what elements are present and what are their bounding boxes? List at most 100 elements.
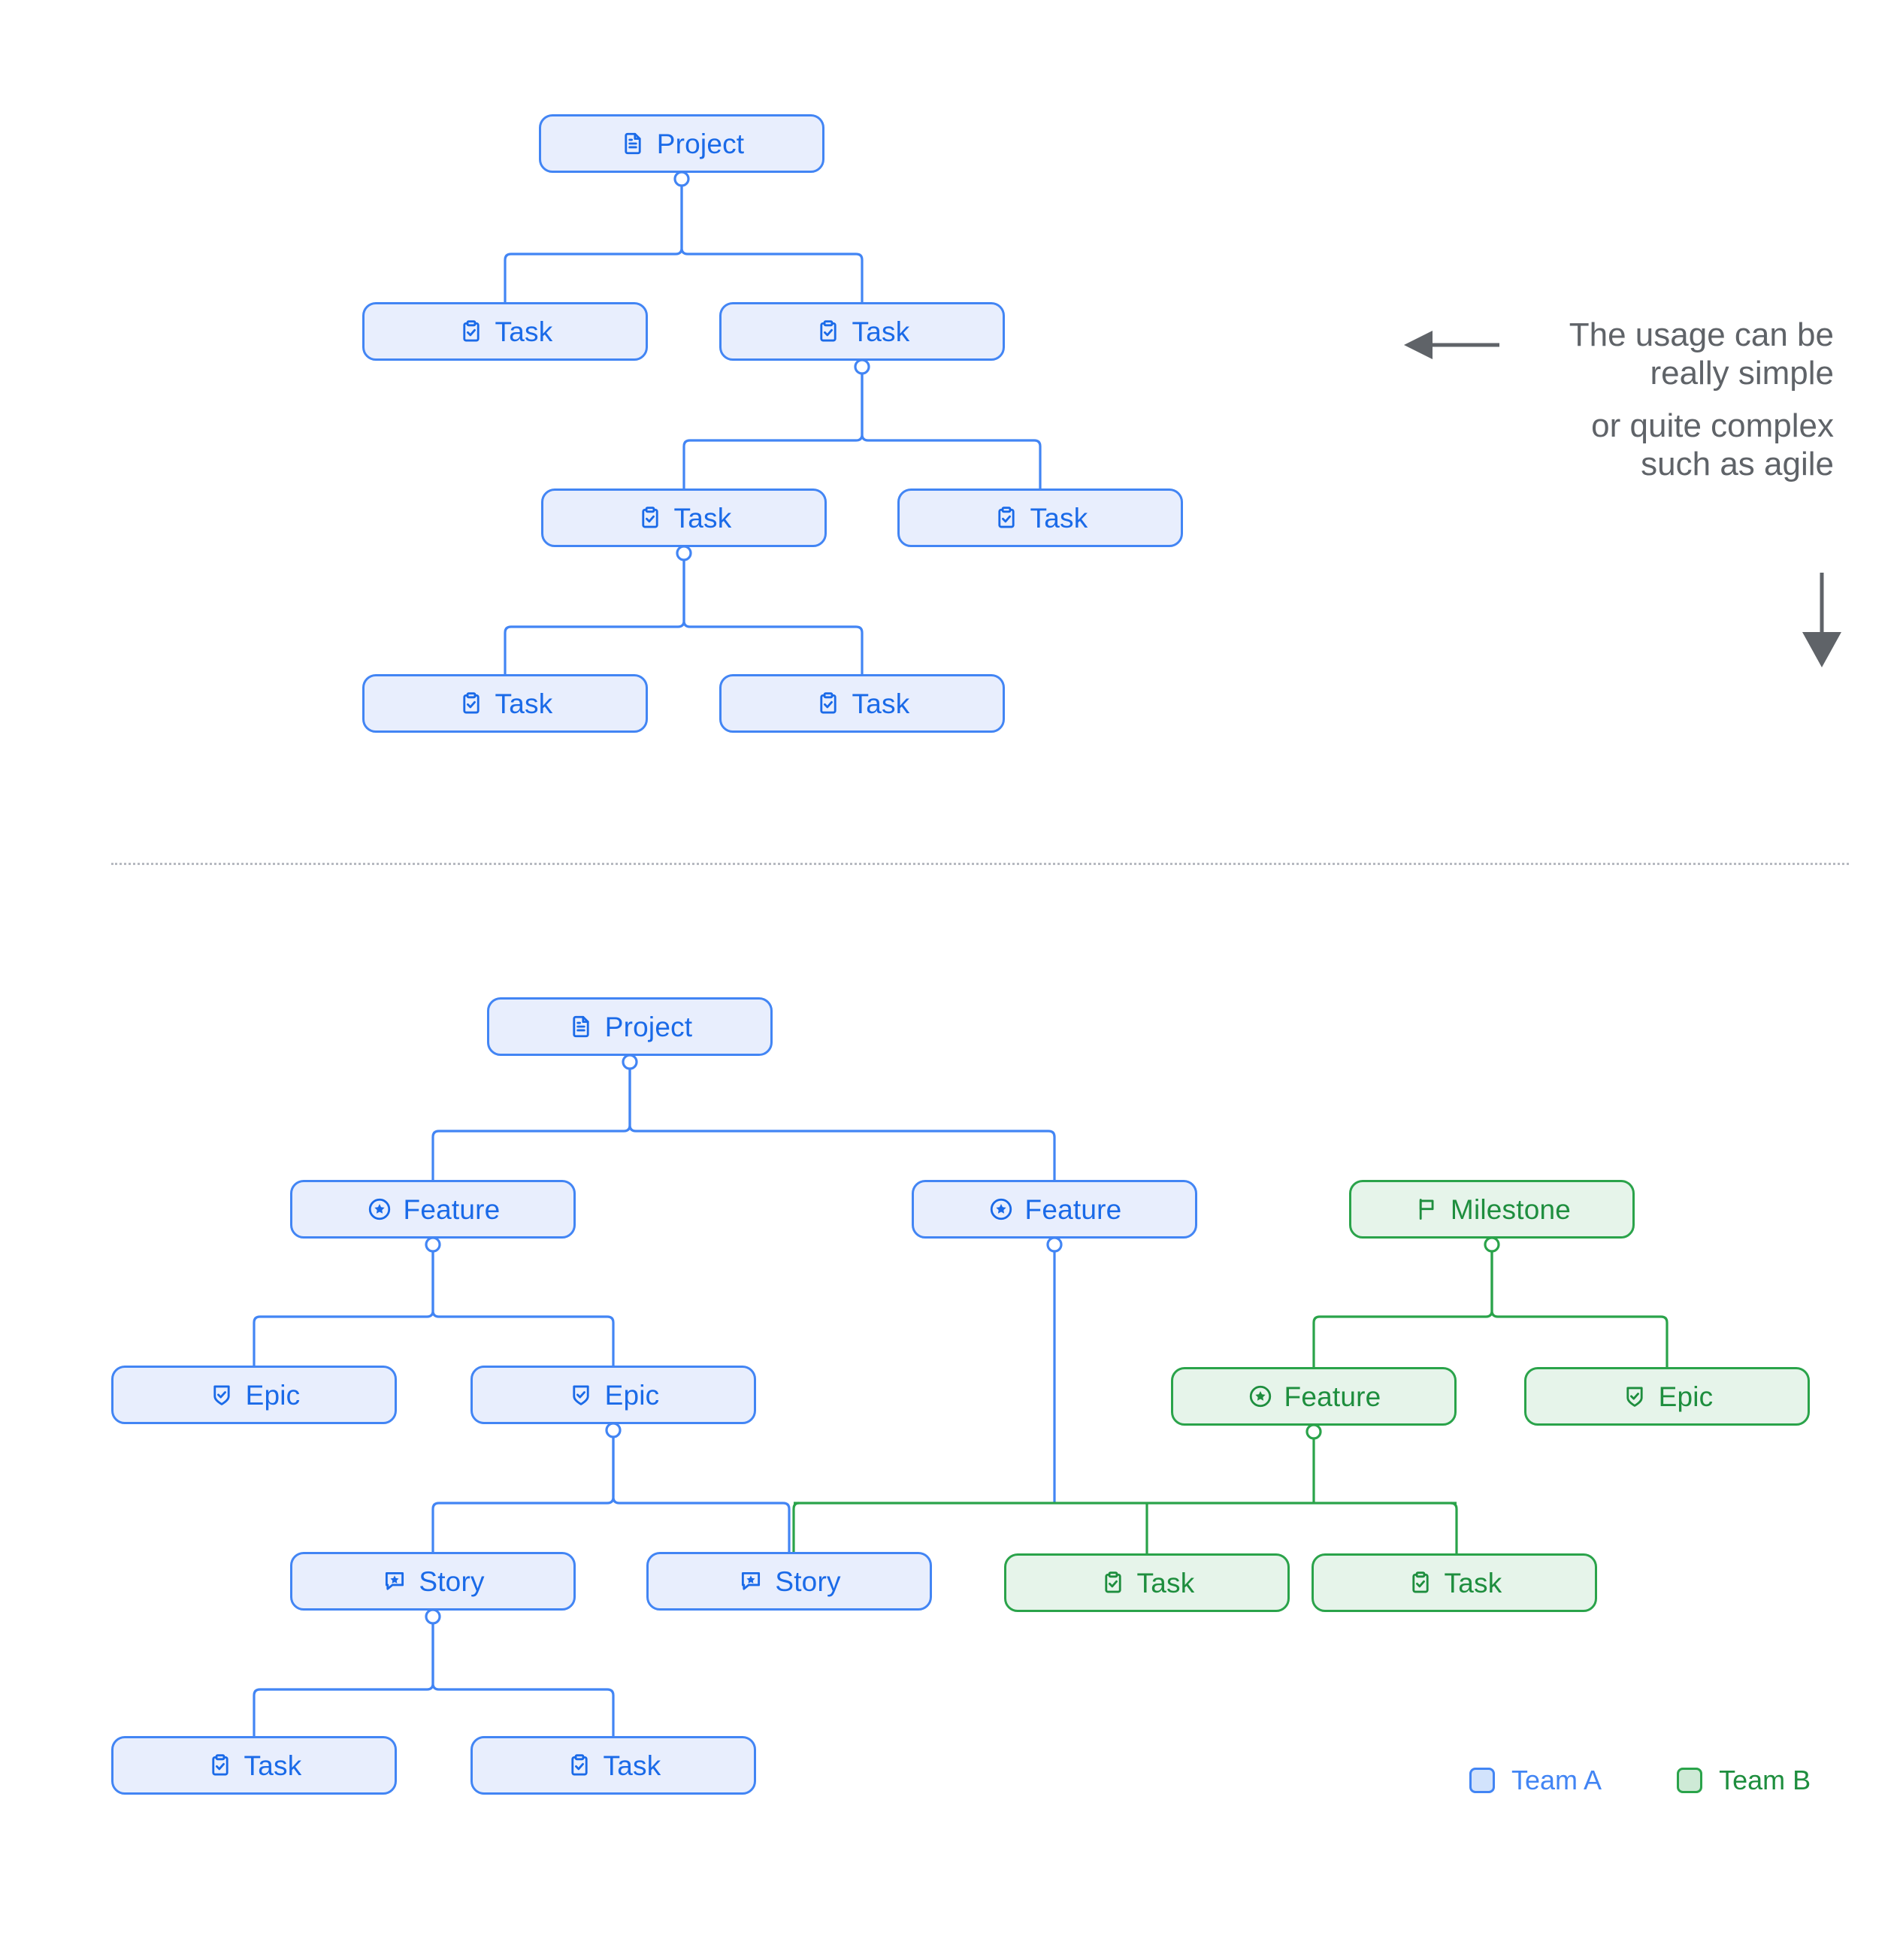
node-label: Task (1444, 1567, 1502, 1599)
port-feature2 (1046, 1236, 1063, 1253)
node-label: Epic (245, 1379, 301, 1411)
annotation-line-3: or quite complex (1591, 407, 1834, 444)
node-label: Task (495, 688, 553, 719)
document-icon (619, 130, 646, 157)
node-t-task-6[interactable]: Task (719, 674, 1005, 733)
node-label: Feature (1024, 1193, 1122, 1225)
node-label: Story (419, 1565, 485, 1597)
node-t-task-3[interactable]: Task (541, 488, 827, 547)
star-circle-icon (366, 1196, 393, 1223)
node-label: Task (1030, 502, 1088, 534)
node-label: Feature (1284, 1381, 1381, 1412)
node-label: Task (1136, 1567, 1195, 1599)
port-milestone (1484, 1236, 1500, 1253)
edge-bus-left-turn (792, 1502, 800, 1552)
section-divider (111, 863, 1849, 865)
node-b-task-1[interactable]: Task (1004, 1553, 1290, 1612)
edge-task3-task5 (504, 553, 685, 674)
document-icon (567, 1013, 594, 1040)
shield-check-icon (208, 1381, 235, 1408)
node-t-task-2[interactable]: Task (719, 302, 1005, 361)
edge-epic2-story2 (612, 1430, 791, 1552)
node-b-project[interactable]: Project (487, 997, 773, 1056)
node-label: Project (656, 128, 745, 159)
node-label: Task (852, 316, 910, 347)
node-b-feature-1[interactable]: Feature (290, 1180, 576, 1239)
node-b-story-1[interactable]: Story (290, 1552, 576, 1611)
node-label: Epic (1658, 1381, 1714, 1412)
edge-feature1-epic1 (253, 1245, 434, 1366)
node-label: Task (603, 1750, 661, 1781)
legend-label: Team A (1511, 1765, 1602, 1795)
node-b-feature-3[interactable]: Feature (1171, 1367, 1457, 1426)
edge-story1-task3 (253, 1617, 434, 1736)
node-b-task-3[interactable]: Task (111, 1736, 397, 1795)
edge-story1-task4 (431, 1617, 615, 1736)
port-task3 (676, 545, 692, 561)
node-label: Story (775, 1565, 841, 1597)
node-b-milestone[interactable]: Milestone (1349, 1180, 1635, 1239)
node-label: Milestone (1450, 1193, 1572, 1225)
node-b-epic-3[interactable]: Epic (1524, 1367, 1810, 1426)
edge-epic2-story1 (431, 1430, 615, 1552)
chat-star-icon (381, 1568, 408, 1595)
node-t-task-1[interactable]: Task (362, 302, 648, 361)
node-label: Project (604, 1011, 693, 1042)
node-b-story-2[interactable]: Story (646, 1552, 932, 1611)
edge-feature1-epic2 (431, 1245, 615, 1366)
star-circle-icon (1247, 1383, 1274, 1410)
shield-check-icon (1621, 1383, 1648, 1410)
clipboard-check-icon (637, 504, 664, 531)
node-label: Feature (403, 1193, 501, 1225)
node-b-feature-2[interactable]: Feature (912, 1180, 1197, 1239)
edge-task3-task6 (682, 553, 864, 674)
clipboard-check-icon (458, 690, 485, 717)
annotation-line-2: really simple (1650, 355, 1834, 392)
clipboard-check-icon (815, 318, 842, 345)
node-b-task-4[interactable]: Task (470, 1736, 756, 1795)
legend-item-a: Team A (1469, 1765, 1602, 1796)
node-b-epic-1[interactable]: Epic (111, 1366, 397, 1424)
port-bproject (622, 1054, 638, 1070)
clipboard-check-icon (815, 690, 842, 717)
node-label: Task (673, 502, 732, 534)
edge-task2-task3 (682, 367, 864, 488)
legend-swatch-b (1677, 1768, 1703, 1793)
port-feature1 (425, 1236, 441, 1253)
clipboard-check-icon (207, 1752, 234, 1779)
annotation-line-1: The usage can be (1569, 316, 1834, 353)
node-b-task-2[interactable]: Task (1312, 1553, 1597, 1612)
node-t-project[interactable]: Project (539, 114, 824, 173)
team-legend: Team A Team B (1469, 1765, 1811, 1796)
node-b-epic-2[interactable]: Epic (470, 1366, 756, 1424)
chat-star-icon (737, 1568, 764, 1595)
edge-bus-task2 (1457, 1503, 1463, 1553)
legend-swatch-a (1469, 1768, 1495, 1793)
legend-item-b: Team B (1677, 1765, 1811, 1796)
annotation-line-4: such as agile (1641, 446, 1834, 483)
edge-task2-task4 (861, 367, 1042, 488)
edge-project-task2 (680, 179, 864, 302)
down-arrow-icon (1802, 573, 1841, 667)
node-t-task-5[interactable]: Task (362, 674, 648, 733)
annotation-spacer (1278, 393, 1834, 407)
port-project (673, 171, 690, 187)
port-story1 (425, 1608, 441, 1625)
port-task2 (854, 358, 870, 375)
node-t-task-4[interactable]: Task (897, 488, 1183, 547)
flag-icon (1413, 1196, 1440, 1223)
clipboard-check-icon (566, 1752, 593, 1779)
clipboard-check-icon (458, 318, 485, 345)
port-feature3 (1305, 1423, 1322, 1440)
node-label: Task (852, 688, 910, 719)
edge-bus-right-turn (1450, 1502, 1458, 1553)
port-epic2 (605, 1422, 622, 1438)
clipboard-check-icon (993, 504, 1020, 531)
node-label: Epic (604, 1379, 660, 1411)
annotation-text: The usage can be really simple or quite … (1278, 316, 1834, 484)
clipboard-check-icon (1100, 1569, 1127, 1596)
